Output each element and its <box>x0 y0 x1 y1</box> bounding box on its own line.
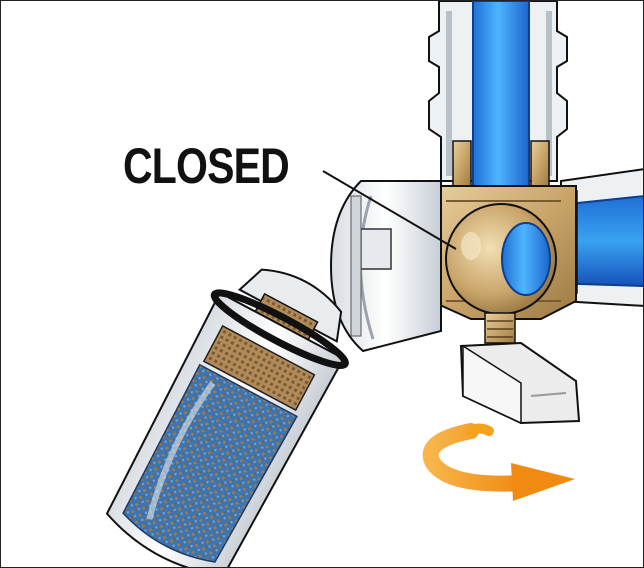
vertical-pipe <box>428 1 568 202</box>
valve-ball <box>445 203 557 315</box>
valve-handle <box>459 312 581 425</box>
filter-cartridge <box>105 268 349 567</box>
filter-housing <box>329 180 442 353</box>
closed-label: CLOSED <box>123 138 290 194</box>
curved-arrow-icon <box>422 423 575 501</box>
callout-line <box>322 170 457 250</box>
